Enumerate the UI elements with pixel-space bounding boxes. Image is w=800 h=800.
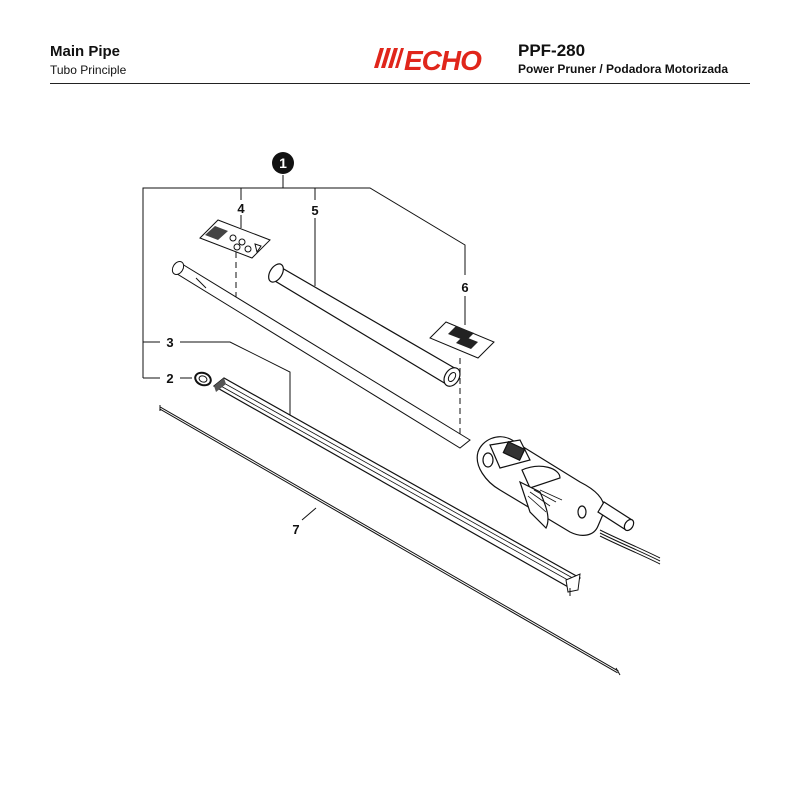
callout-7: 7 xyxy=(292,522,299,537)
echo-logo: ECHO xyxy=(374,45,483,76)
callout-2: 2 xyxy=(166,371,173,386)
liner-part xyxy=(212,377,581,596)
page-subtitle: Tubo Principle xyxy=(50,63,127,77)
handle-housing xyxy=(476,436,661,565)
callout-leader-lines xyxy=(142,175,466,521)
drive-shaft-part xyxy=(159,405,621,676)
callout-6: 6 xyxy=(461,280,468,295)
header-divider xyxy=(50,83,750,84)
page-title: Main Pipe xyxy=(50,43,121,60)
grip-sleeve-part xyxy=(268,263,461,387)
callout-5: 5 xyxy=(311,203,318,218)
callout-1: 1 xyxy=(279,155,287,171)
page-header: Main Pipe Tubo Principle ECHO PPF-280 Po… xyxy=(0,0,800,90)
echo-label-part xyxy=(429,321,495,359)
o-ring-part xyxy=(194,371,212,387)
logo-wordmark: ECHO xyxy=(404,45,482,76)
warning-label-part xyxy=(199,219,271,259)
model-description: Power Pruner / Podadora Motorizada xyxy=(518,62,729,76)
callout-assembly-marker xyxy=(272,152,294,174)
callout-4: 4 xyxy=(237,201,245,216)
callout-3: 3 xyxy=(166,335,173,350)
model-number: PPF-280 xyxy=(518,41,586,60)
main-pipe-shaft xyxy=(171,260,471,449)
